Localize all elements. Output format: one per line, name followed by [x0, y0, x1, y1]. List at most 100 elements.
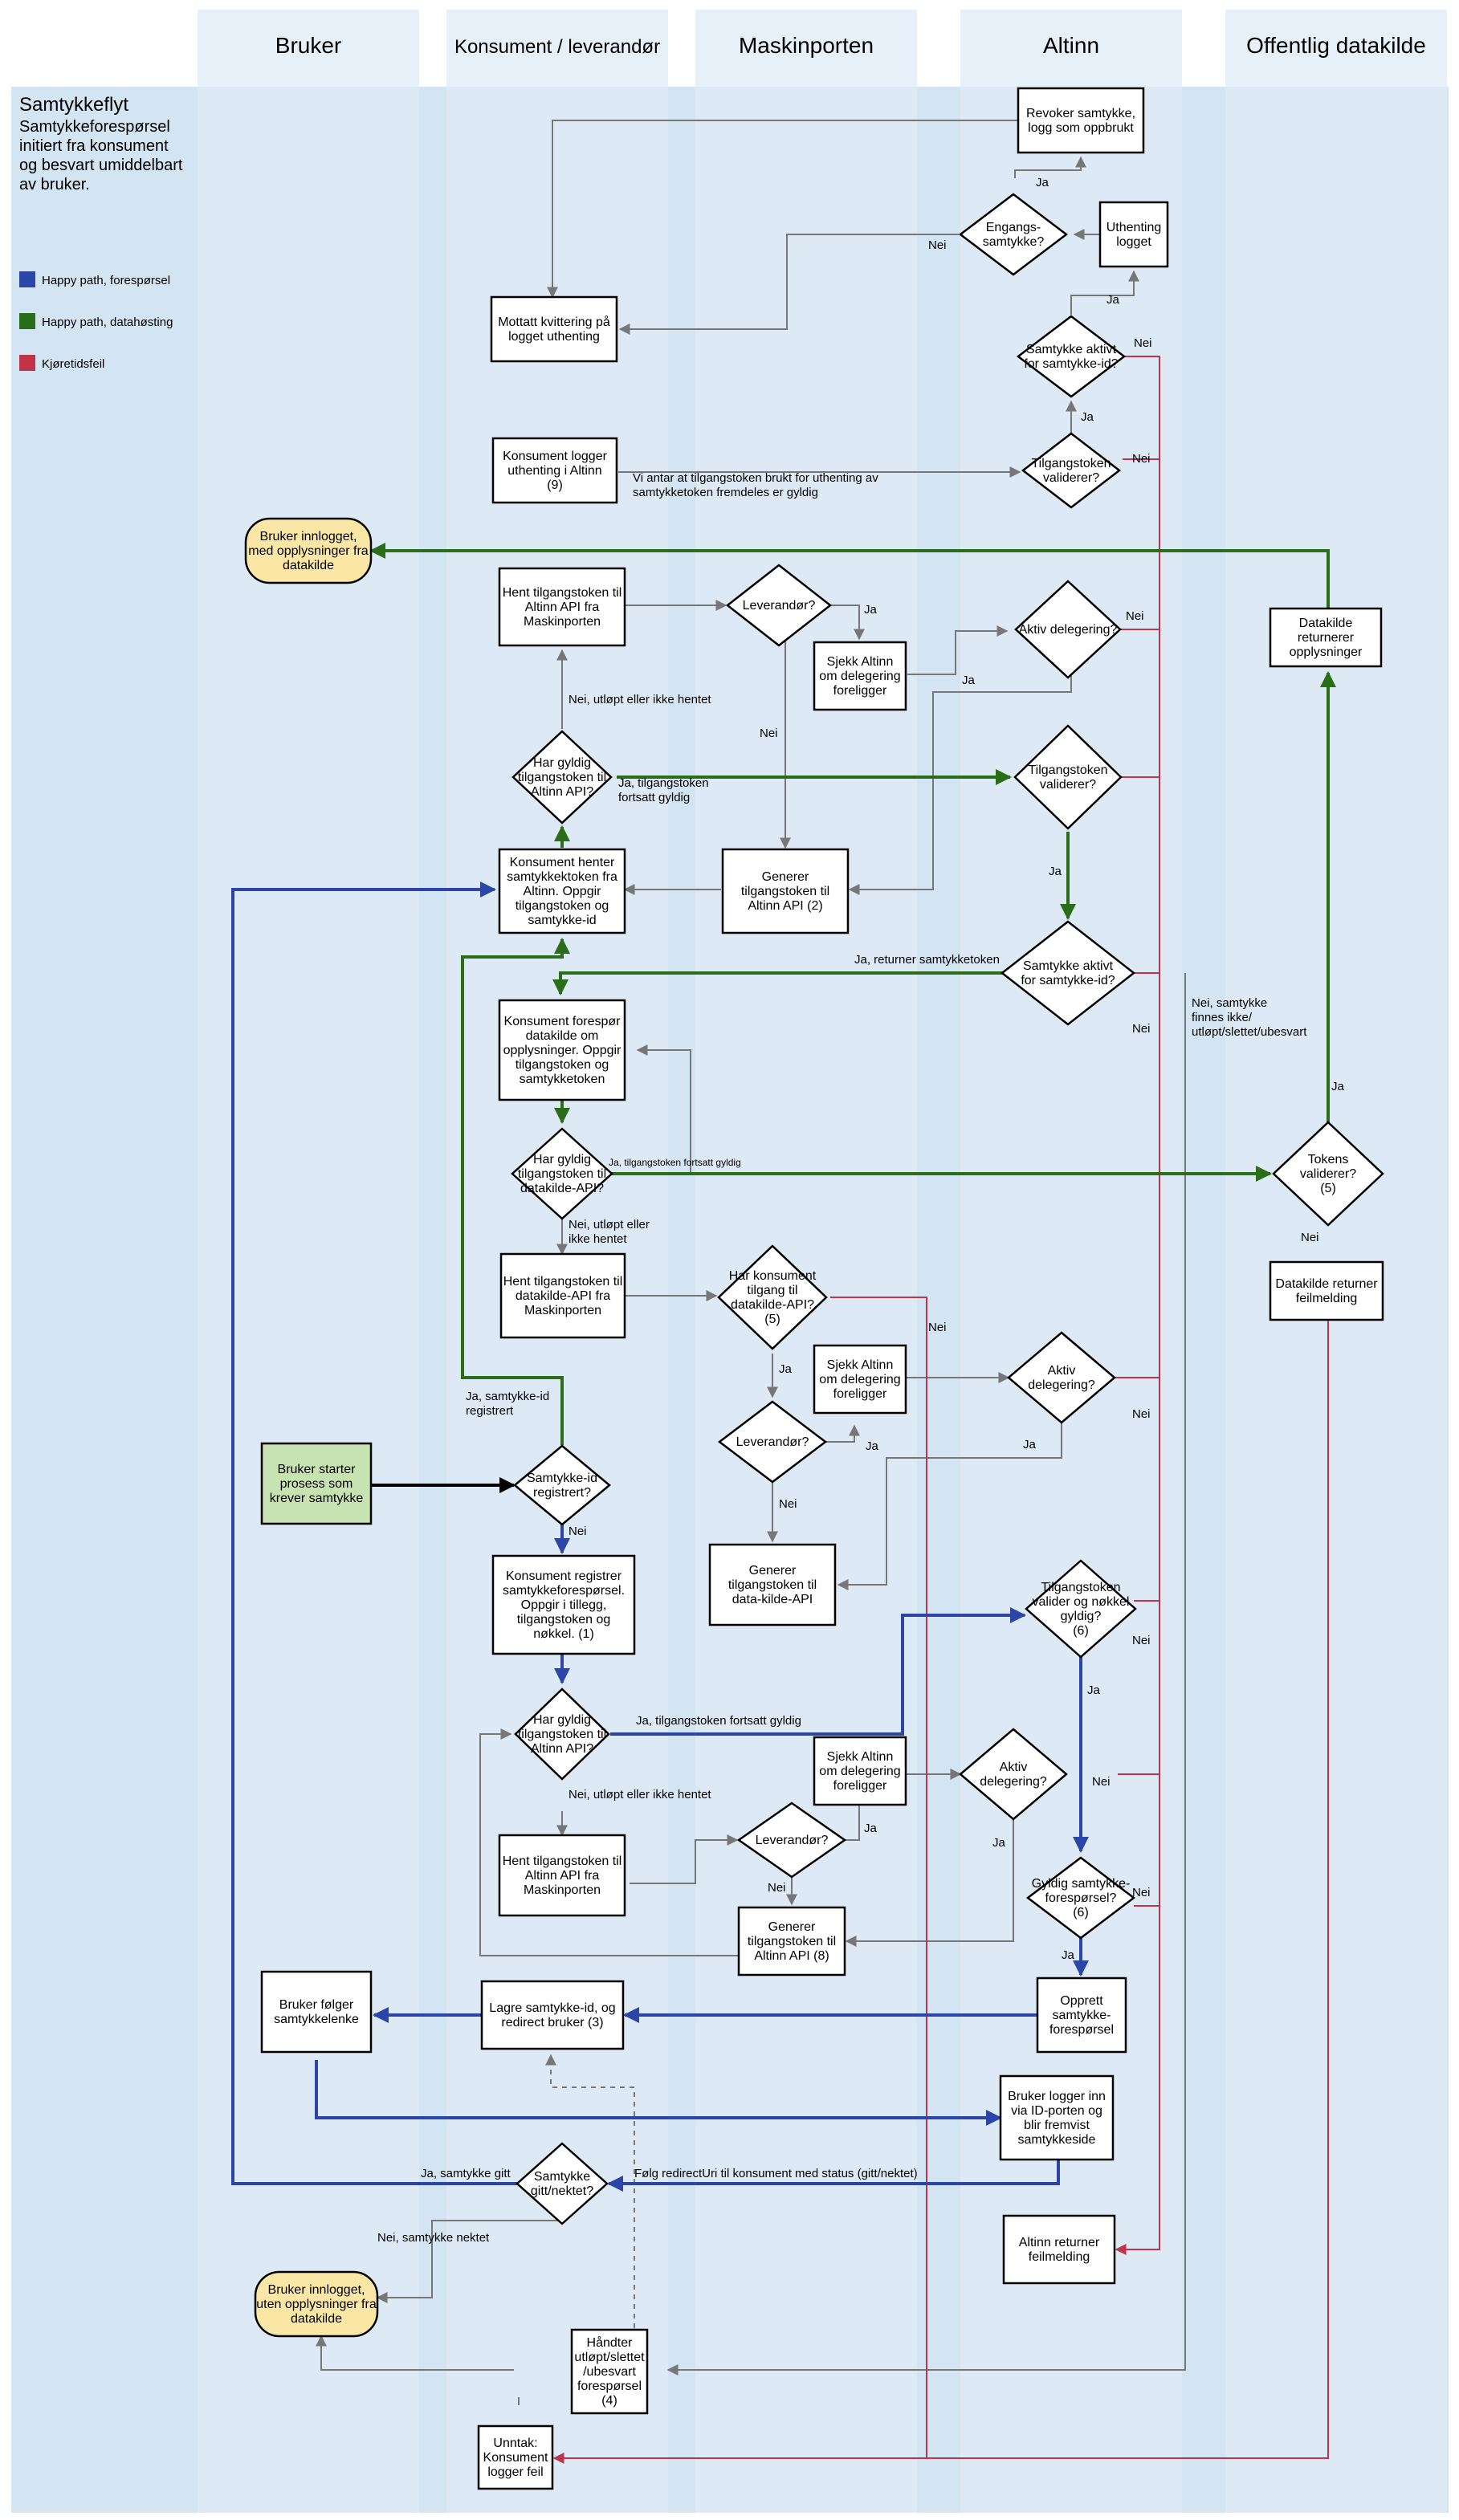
- node-text: samtykkeside: [1018, 2133, 1096, 2147]
- edge-label: Ja: [1062, 1948, 1075, 1962]
- node-shape: [1017, 87, 1145, 154]
- node-text: Altinn returner: [1019, 2236, 1100, 2249]
- node-text: Samtykke: [534, 2170, 590, 2184]
- lane-header-bruker: Bruker: [275, 33, 341, 58]
- node-text: Maskinporten: [524, 615, 601, 629]
- node-shape: [708, 1543, 837, 1626]
- node-text: Samtykke aktivt: [1023, 959, 1114, 973]
- node-text: (4): [601, 2394, 617, 2408]
- node-text: datakilde-API fra: [516, 1289, 610, 1303]
- node-text: logger feil: [487, 2465, 543, 2479]
- node-text: Samtykke-id: [527, 1472, 597, 1485]
- edge-label: Ja, tilgangstoken: [618, 776, 709, 790]
- node-text: foreligger: [833, 684, 887, 698]
- node-text: gitt/nektet?: [531, 2184, 593, 2198]
- node-text: Bruker starter: [278, 1463, 357, 1476]
- node-text: validerer?: [1043, 471, 1099, 485]
- node-text: Hent tilgangstoken til: [503, 1275, 623, 1288]
- connectors-red: [552, 356, 1329, 2464]
- node-text: feilmelding: [1296, 1292, 1357, 1305]
- node-shape: [1000, 920, 1136, 1026]
- edge-label: Nei: [768, 1881, 786, 1895]
- node-text: tilgangstoken til: [518, 1167, 606, 1181]
- edge-label: Ja, samtykke-id: [466, 1390, 549, 1403]
- legend-swatch-blue: [19, 271, 35, 287]
- node-text: tilgangstoken til: [748, 1935, 836, 1948]
- node-shape: [1002, 2214, 1116, 2285]
- node-shape: [480, 1980, 625, 2050]
- node-text: Tilgangstoken: [1028, 763, 1107, 777]
- edge-label: Ja: [1331, 1080, 1345, 1093]
- edge-label: Ja: [864, 603, 878, 617]
- node-text: datakilde: [291, 2312, 342, 2326]
- lane-bruker-bg: [198, 10, 419, 2513]
- node-text: Mottatt kvittering på: [498, 315, 610, 329]
- node-shape: [260, 1442, 373, 1525]
- node-text: Lagre samtykke-id, og: [489, 2001, 615, 2015]
- node-text: Konsument logger: [503, 450, 608, 463]
- node-text: Samtykke aktivt: [1026, 343, 1117, 356]
- connectors-green: [369, 543, 1336, 1445]
- node-shape: [1272, 1121, 1384, 1227]
- node-text: Tokens: [1308, 1153, 1349, 1166]
- node-text: Konsument registrer: [506, 1569, 622, 1583]
- connectors-blue: [231, 881, 1089, 2192]
- node-text: logg som oppbrukt: [1028, 121, 1134, 135]
- node-text: forespørsel: [577, 2380, 642, 2393]
- node-text: tilgangstoken til: [518, 771, 606, 784]
- node-text: delegering?: [980, 1775, 1047, 1789]
- node-text: Maskinporten: [524, 1304, 601, 1317]
- node-text: registrert?: [533, 1486, 591, 1500]
- edge-label: finnes ikke/: [1192, 1011, 1253, 1024]
- node-text: (9): [547, 478, 563, 492]
- edge-label: Nei: [928, 1321, 947, 1334]
- edge-label: Følg redirectUri til konsument med statu…: [634, 2167, 918, 2180]
- node-shape: [511, 730, 613, 824]
- node-aktiv-delegering1: Aktiv delegering?: [1014, 580, 1122, 679]
- edge-label: Nei: [1134, 336, 1152, 350]
- edge-label: fortsatt gyldig: [618, 791, 690, 804]
- node-text: tilgang til: [747, 1284, 797, 1297]
- edge-label: Nei, utløpt eller: [569, 1218, 650, 1232]
- node-text: /ubesvart: [583, 2365, 636, 2379]
- node-shape: [511, 1127, 613, 1220]
- node-text: Konsument: [483, 2451, 548, 2465]
- node-shape: [570, 2328, 649, 2415]
- node-shape: [999, 2074, 1115, 2161]
- edge-label: Ja: [962, 674, 976, 687]
- node-shape: [498, 567, 626, 647]
- node-text: Har gyldig: [533, 1153, 591, 1166]
- node-text: opplysninger: [1290, 645, 1363, 659]
- edge-label: Nei: [569, 1525, 587, 1538]
- node-text: Datakilde returner: [1275, 1277, 1378, 1291]
- node-shape: [491, 1554, 636, 1655]
- node-text: forespørsel?: [1045, 1891, 1117, 1905]
- node-text: Altinn API?: [531, 785, 593, 799]
- node-shape: [1269, 607, 1383, 668]
- node-shape: [516, 2142, 609, 2225]
- node-text: tilgangstoken og: [516, 899, 609, 913]
- node-text: Hent tilgangstoken til: [503, 1854, 622, 1868]
- node-shape: [717, 1244, 828, 1350]
- edge-label: Ja: [1087, 1683, 1101, 1697]
- node-text: Bruker innlogget,: [260, 530, 357, 543]
- node-text: datakilde-API?: [520, 1182, 604, 1195]
- node-text: Har konsument: [729, 1269, 817, 1283]
- edge-label: Nei, utløpt eller ikke hentet: [569, 1788, 711, 1801]
- node-leverandor3: Leverandør?: [736, 1801, 847, 1879]
- edge-label: Nei: [1132, 1407, 1151, 1421]
